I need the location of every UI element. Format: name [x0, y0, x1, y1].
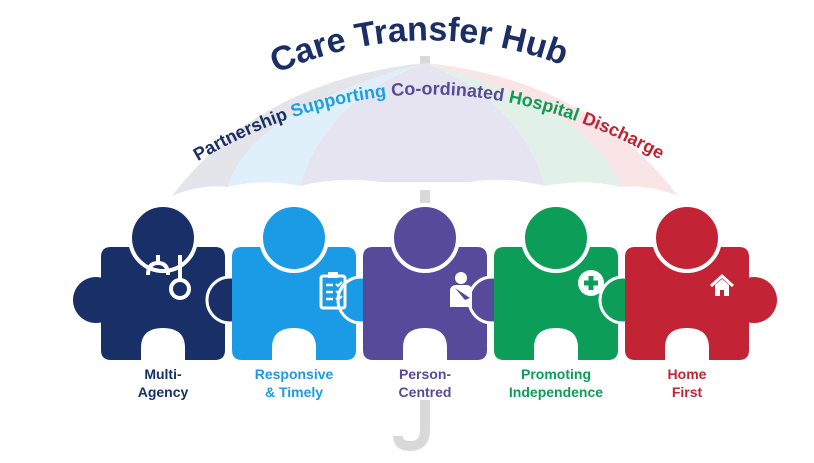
puzzle-piece-responsive-timely — [232, 203, 386, 360]
medical-plus-icon — [578, 270, 604, 296]
label-line-1: Multi- — [144, 366, 182, 382]
label-line-1: Home — [667, 366, 707, 382]
puzzle-piece-multi-agency — [73, 203, 255, 360]
umbrella-canopy — [172, 63, 678, 196]
label-line-1: Person- — [398, 366, 452, 382]
stethoscope-icon — [146, 255, 191, 300]
piece-label-multi-agency: Multi- Agency — [88, 365, 238, 401]
puzzle-piece-promoting-independence — [494, 203, 648, 360]
label-line-1: Responsive — [254, 366, 334, 382]
piece-label-person-centred: Person- Centred — [350, 365, 500, 401]
home-icon — [709, 273, 735, 296]
label-line-2: Independence — [508, 384, 604, 400]
label-line-2: Agency — [137, 384, 189, 400]
label-line-2: Centred — [398, 384, 452, 400]
puzzle-piece-home-first — [625, 203, 777, 360]
label-line-1: Promoting — [521, 366, 591, 382]
patient-sling-icon — [450, 272, 472, 307]
clipboard-checklist-icon — [319, 272, 347, 310]
puzzle-pieces — [73, 203, 777, 360]
label-line-2: & Timely — [264, 384, 324, 400]
piece-label-responsive-timely: Responsive & Timely — [219, 365, 369, 401]
puzzle-piece-person-centred — [363, 203, 517, 360]
label-line-2: First — [671, 384, 703, 400]
